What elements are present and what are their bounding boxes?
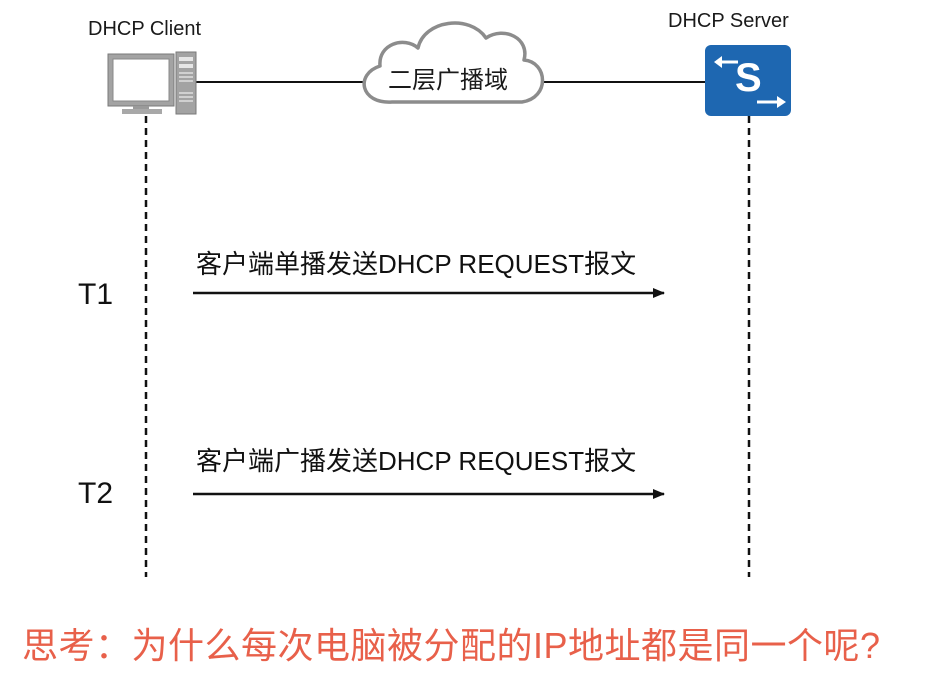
time-label-t2: T2 (78, 477, 114, 510)
client-title: DHCP Client (88, 18, 201, 40)
question-text: 思考：为什么每次电脑被分配的IP地址都是同一个呢? (22, 625, 881, 666)
server-title: DHCP Server (668, 10, 789, 32)
broadcast-domain-label: 二层广播域 (388, 67, 508, 94)
computer-icon (107, 51, 197, 115)
message-label-2: 客户端广播发送DHCP REQUEST报文 (196, 446, 637, 476)
cloud-icon (362, 21, 545, 104)
switch-icon (705, 45, 791, 116)
time-label-t1: T1 (78, 278, 114, 311)
message-label-1: 客户端单播发送DHCP REQUEST报文 (196, 249, 637, 279)
switch-icon-letter: S (735, 56, 762, 100)
